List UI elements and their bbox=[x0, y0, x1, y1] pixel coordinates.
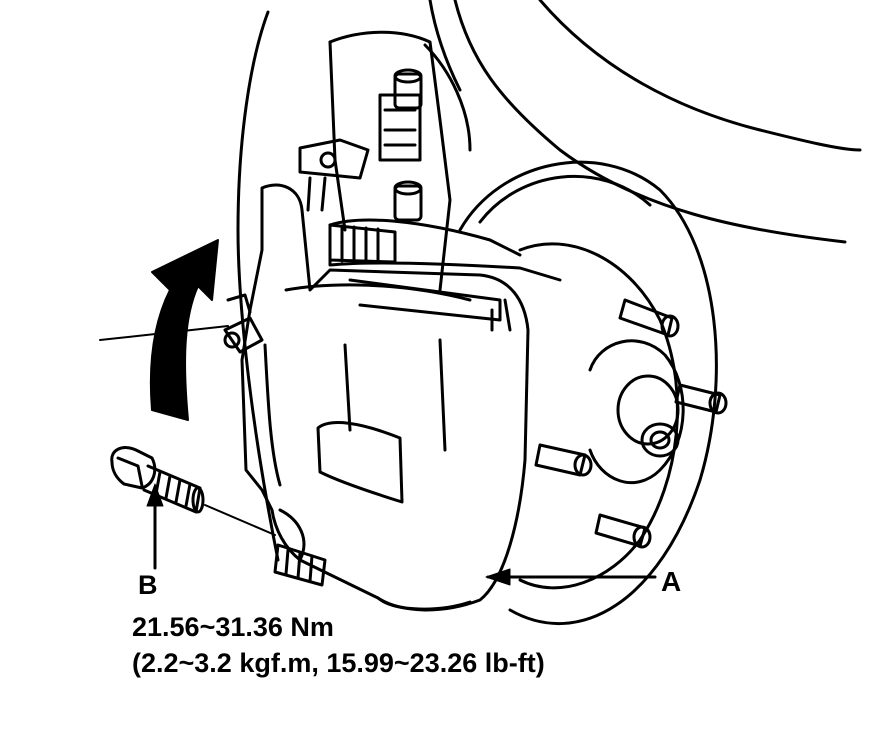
torque-spec-nm: 21.56~31.36 Nm bbox=[132, 612, 334, 642]
slide-pin-boot bbox=[328, 223, 397, 264]
torque-spec-alt-units: (2.2~3.2 kgf.m, 15.99~23.26 lb-ft) bbox=[132, 648, 545, 678]
wheel-hub bbox=[534, 298, 728, 549]
bolt-shank bbox=[142, 464, 202, 514]
brake-hose-bracket bbox=[298, 138, 370, 212]
bleeder-screw bbox=[223, 293, 264, 354]
brake-disc bbox=[458, 160, 718, 626]
callout-label-b: B bbox=[138, 570, 158, 600]
upper-stud bbox=[393, 72, 423, 110]
disc-inner-edge bbox=[478, 175, 652, 224]
flange-bolt bbox=[110, 446, 205, 514]
lower-stud bbox=[393, 184, 423, 222]
caliper-body bbox=[240, 183, 562, 612]
bolt-head bbox=[110, 446, 157, 490]
hub-cap bbox=[616, 374, 680, 446]
lower-slide-pin bbox=[273, 543, 327, 587]
arrowhead-a bbox=[485, 568, 511, 586]
caliper-window bbox=[316, 421, 404, 504]
rotation-arrow bbox=[149, 239, 219, 421]
disc-outer-edge bbox=[458, 160, 718, 626]
bolt-install-line bbox=[204, 504, 276, 536]
arrowhead-b bbox=[146, 483, 164, 507]
knuckle-studs bbox=[393, 68, 423, 222]
wheel-studs bbox=[534, 298, 728, 549]
fender-arch bbox=[236, 0, 862, 562]
callout-label-a: A bbox=[661, 566, 682, 597]
